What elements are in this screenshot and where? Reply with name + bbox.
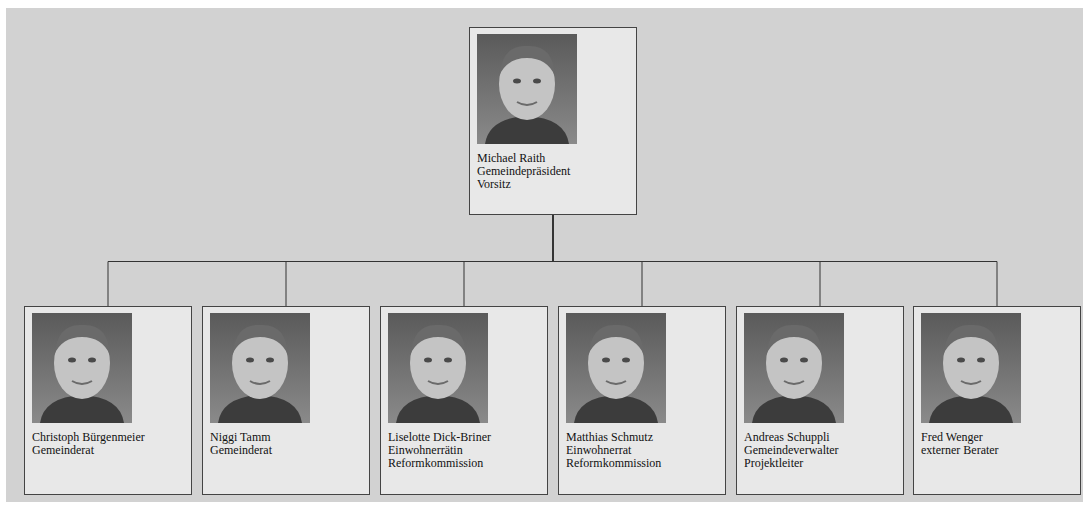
portrait-image [921, 313, 1021, 423]
portrait-photo [921, 313, 1021, 423]
portrait-photo [388, 313, 488, 423]
portrait-image [210, 313, 310, 423]
role-text: Reformkommission [388, 457, 541, 470]
portrait-image [566, 313, 666, 423]
role-text: Gemeindeverwalter [744, 444, 897, 457]
person-box: Liselotte Dick-BrinerEinwohnerrätinRefor… [380, 306, 548, 495]
person-name: Niggi Tamm [210, 431, 363, 444]
portrait-photo [566, 313, 666, 423]
role-text: Einwohnerrätin [388, 444, 541, 457]
person-box: Michael RaithGemeindepräsidentVorsitz [469, 27, 637, 215]
person-name: Michael Raith [477, 152, 630, 165]
portrait-image [744, 313, 844, 423]
portrait-image [388, 313, 488, 423]
person-box: Niggi TammGemeinderat [202, 306, 370, 495]
org-connector [464, 215, 553, 306]
org-connector [286, 215, 553, 306]
person-name: Andreas Schuppli [744, 431, 897, 444]
role-text: Gemeindepräsident [477, 165, 630, 178]
person-name: Fred Wenger [921, 431, 1074, 444]
portrait-image [477, 34, 577, 144]
person-name: Liselotte Dick-Briner [388, 431, 541, 444]
role-text: Gemeinderat [210, 444, 363, 457]
portrait-photo [744, 313, 844, 423]
role-text: Vorsitz [477, 178, 630, 191]
role-text: Projektleiter [744, 457, 897, 470]
role-text: Gemeinderat [32, 444, 185, 457]
person-box: Andreas SchuppliGemeindeverwalterProjekt… [736, 306, 904, 495]
person-box: Fred Wengerexterner Berater [913, 306, 1081, 495]
person-name: Christoph Bürgenmeier [32, 431, 185, 444]
person-box: Matthias SchmutzEinwohnerratReformkommis… [558, 306, 726, 495]
person-box: Christoph BürgenmeierGemeinderat [24, 306, 192, 495]
portrait-photo [210, 313, 310, 423]
org-connector [108, 215, 553, 306]
portrait-image [32, 313, 132, 423]
org-connector [553, 215, 997, 306]
portrait-photo [32, 313, 132, 423]
role-text: Einwohnerrat [566, 444, 719, 457]
org-connector [553, 215, 642, 306]
portrait-photo [477, 34, 577, 144]
role-text: Reformkommission [566, 457, 719, 470]
role-text: externer Berater [921, 444, 1074, 457]
org-connector [553, 215, 820, 306]
person-name: Matthias Schmutz [566, 431, 719, 444]
